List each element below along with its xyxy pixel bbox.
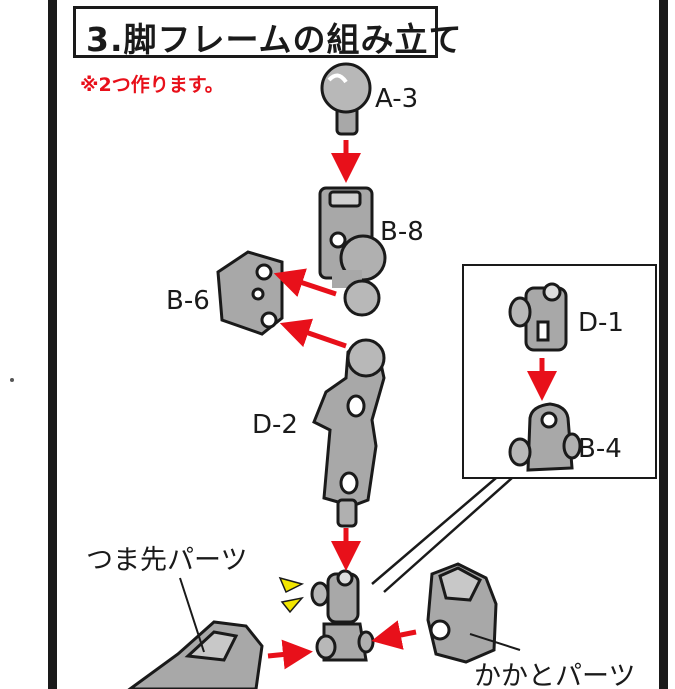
make-two-note: ※2つ作ります。 — [80, 74, 224, 96]
arrow-toe-to-joint — [267, 639, 313, 670]
margin-dot — [10, 378, 14, 382]
arrow-b8-to-b6 — [273, 268, 337, 297]
step-title-box: 3.脚フレームの組み立て — [73, 6, 462, 59]
label-b8: B-8 — [380, 217, 424, 247]
part-toe — [127, 620, 264, 689]
inset-connector — [371, 477, 513, 593]
part-b4 — [508, 402, 582, 472]
label-heel-parts: かかとパーツ — [474, 661, 636, 689]
label-toe-parts: つま先パーツ — [86, 545, 248, 576]
arrow-heel-to-joint — [371, 620, 417, 650]
label-b4: B-4 — [578, 434, 622, 464]
step-title: 3.脚フレームの組み立て — [86, 20, 463, 59]
right-border — [659, 0, 668, 689]
arrow-d2-to-b6 — [279, 318, 347, 349]
part-b6 — [216, 250, 284, 336]
left-border — [48, 0, 57, 689]
part-heel — [426, 562, 498, 664]
label-a3: A-3 — [375, 84, 419, 114]
part-b8 — [318, 186, 387, 317]
part-d1 — [508, 282, 568, 352]
label-d2: D-2 — [252, 410, 298, 440]
label-b6: B-6 — [166, 286, 210, 316]
part-d2 — [312, 338, 386, 528]
part-assembled-joint — [310, 569, 375, 662]
label-d1: D-1 — [578, 308, 624, 338]
assembly-arrows — [267, 140, 557, 670]
callout-lines — [179, 577, 521, 653]
click-accent-icon — [278, 576, 305, 614]
part-a3 — [320, 62, 372, 136]
